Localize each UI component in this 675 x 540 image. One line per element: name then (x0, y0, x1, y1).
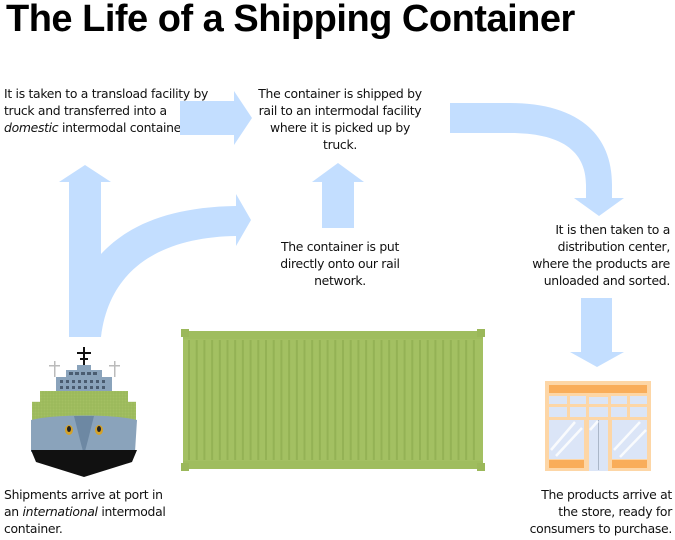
emphasis-domestic: domestic (4, 120, 59, 135)
container-rib (388, 340, 391, 460)
step-transload-text: It is taken to a transload facility by t… (4, 86, 209, 135)
container-rib (226, 340, 229, 460)
emphasis-international: international (22, 504, 98, 519)
cargo-ship-icon (31, 347, 137, 477)
arrow-up-left-icon (59, 165, 251, 337)
container-rib (342, 340, 344, 460)
container-rib (365, 340, 368, 460)
container-rib (188, 340, 190, 460)
container-rib (257, 340, 260, 460)
container-rib (195, 340, 198, 460)
container-rib (318, 340, 321, 460)
container-rib (265, 340, 267, 460)
container-rib (465, 340, 468, 460)
container-rib (326, 340, 329, 460)
container-rib (334, 340, 337, 460)
container-rib (234, 340, 237, 460)
container-rib (411, 340, 414, 460)
container-rib (457, 340, 460, 460)
container-rib (449, 340, 452, 460)
arrow-up-middle-icon (312, 163, 364, 228)
container-rib (395, 340, 398, 460)
container-rib (380, 340, 383, 460)
container-rib (403, 340, 406, 460)
container-rib (419, 340, 421, 460)
step-direct-rail-text: The container is put directly onto our r… (280, 239, 400, 288)
storefront-icon (545, 381, 651, 471)
container-rib (434, 340, 437, 460)
shipping-container-icon (181, 329, 485, 471)
arrow-curve-down-icon (450, 103, 624, 216)
container-rib (426, 340, 429, 460)
page-title: The Life of a Shipping Container (6, 0, 575, 40)
container-rib (272, 340, 275, 460)
container-rib (349, 340, 352, 460)
container-rib (311, 340, 314, 460)
step-distribution-text: It is then taken to a distribution cente… (532, 222, 670, 288)
container-rib (211, 340, 214, 460)
arrow-right-top-icon (180, 91, 252, 145)
step-store-text: The products arrive at the store, ready … (529, 487, 673, 536)
container-rib (288, 340, 291, 460)
container-rib (218, 340, 221, 460)
container-ribs (188, 340, 475, 460)
container-rib (357, 340, 360, 460)
container-rib (203, 340, 206, 460)
arrow-down-right-icon (570, 298, 624, 367)
container-rib (303, 340, 306, 460)
container-rib (442, 340, 445, 460)
step-arrive-text: Shipments arrive at port in an internati… (4, 487, 166, 536)
step-shipped-rail-text: The container is shipped by rail to an i… (258, 86, 422, 152)
container-rib (280, 340, 283, 460)
container-rib (249, 340, 252, 460)
container-rib (372, 340, 375, 460)
container-rib (472, 340, 475, 460)
container-rib (241, 340, 244, 460)
container-rib (295, 340, 298, 460)
